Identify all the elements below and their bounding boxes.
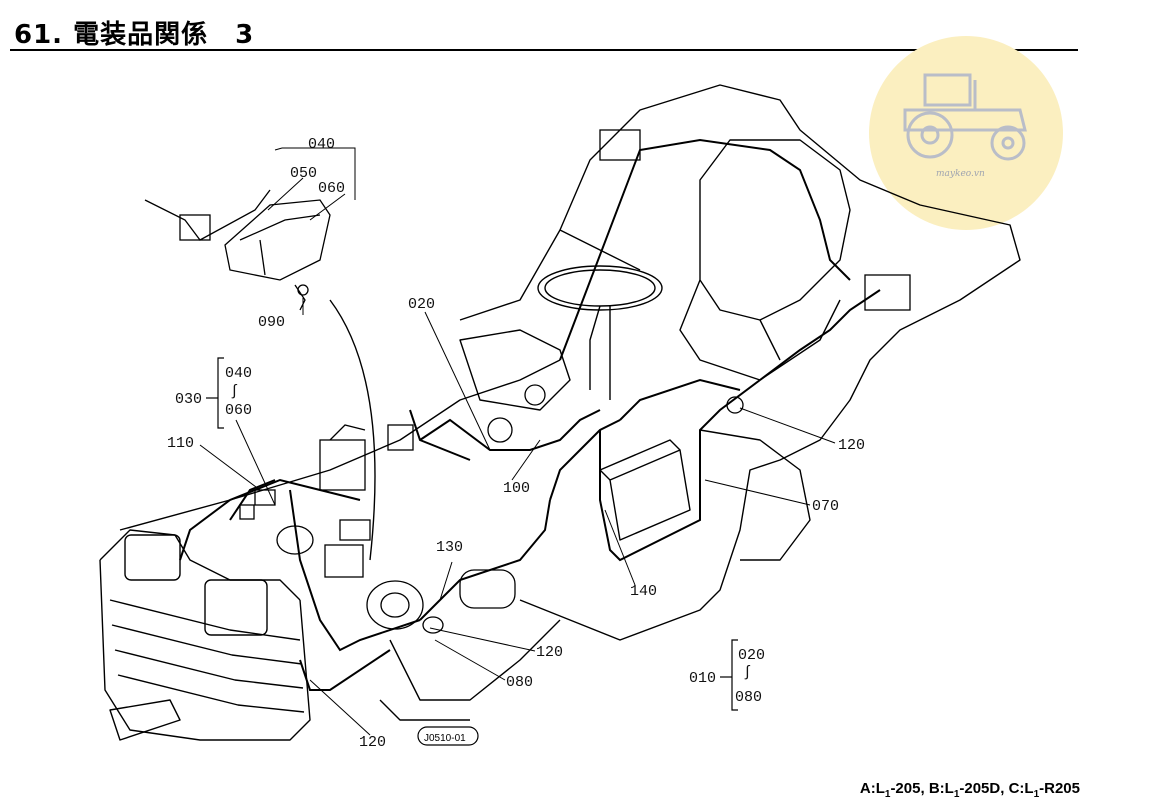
figure-code: J0510-01 — [417, 726, 479, 746]
tractor-icon — [903, 73, 1027, 161]
watermark-circle — [869, 36, 1063, 230]
callout-100: 100 — [503, 480, 530, 497]
callout-020-range: 020 — [738, 647, 765, 664]
callout-090: 090 — [258, 314, 285, 331]
model-b-sub: 1 — [953, 789, 960, 800]
relay-box — [387, 424, 414, 451]
callout-labels: 040 050 060 090 020 040 ∫ 030 060 110 12… — [167, 136, 865, 751]
callout-040-range: 040 — [225, 365, 252, 382]
callout-060-range: 060 — [225, 402, 252, 419]
callout-120-bottom: 120 — [359, 734, 386, 751]
watermark: maykeo.vn — [869, 36, 1063, 230]
callout-range-symbol-a: ∫ — [230, 383, 239, 400]
model-c-model: -R205 — [1039, 780, 1080, 797]
relay-assembly — [144, 189, 331, 311]
alternator — [366, 580, 424, 630]
callout-080-bottom: 080 — [506, 674, 533, 691]
callout-040-top: 040 — [308, 136, 335, 153]
wiring-harness — [179, 138, 881, 691]
callout-080-range: 080 — [735, 689, 762, 706]
callout-010: 010 — [689, 670, 716, 687]
callout-070: 070 — [812, 498, 839, 515]
regulator — [324, 544, 364, 578]
figure-code-text: J0510-01 — [424, 733, 466, 744]
starter-motor — [459, 569, 516, 609]
callout-range-symbol-b: ∫ — [743, 664, 752, 681]
model-a-model: -205, — [890, 780, 925, 797]
callout-030: 030 — [175, 391, 202, 408]
model-c-base: L — [1024, 780, 1034, 797]
watermark-text: maykeo.vn — [936, 169, 985, 179]
model-a-sub: 1 — [884, 789, 891, 800]
model-a-base: L — [875, 780, 885, 797]
callout-140: 140 — [630, 583, 657, 600]
fuse-box — [319, 439, 366, 491]
model-c-sub: 1 — [1033, 789, 1040, 800]
callout-060-top: 060 — [318, 180, 345, 197]
callout-110: 110 — [167, 435, 194, 452]
callout-130: 130 — [436, 539, 463, 556]
model-b-base: L — [944, 780, 954, 797]
callout-120-middle: 120 — [536, 644, 563, 661]
model-b-letter: B: — [928, 780, 945, 797]
callout-120-right: 120 — [838, 437, 865, 454]
leader-lines — [199, 147, 836, 736]
title-rule — [10, 49, 1078, 51]
model-applicability: A:L1-205, B:L1-205D, C:L1-R205 — [860, 780, 1080, 800]
callout-050: 050 — [290, 165, 317, 182]
callout-020-top: 020 — [408, 296, 435, 313]
model-a-letter: A: — [859, 780, 876, 797]
range-brackets — [206, 357, 738, 711]
page-title: 61. 電装品関係 3 — [14, 20, 255, 50]
model-c-letter: C: — [1008, 780, 1025, 797]
components — [239, 129, 911, 634]
model-b-model: -205D, — [959, 780, 1005, 797]
